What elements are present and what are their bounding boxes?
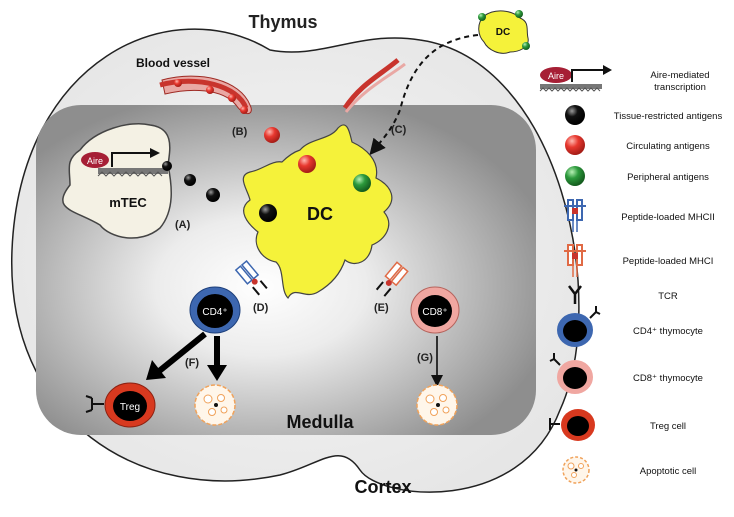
legend-aire-icon [539, 65, 612, 92]
dc-circulating-antigen [298, 155, 316, 173]
legend-periph-label: Peripheral antigens [627, 172, 709, 183]
legend-circ-icon [565, 135, 585, 155]
legend-cd4-label: CD4⁺ thymocyte [633, 326, 703, 337]
legend-tra-icon [565, 105, 585, 125]
mtec-cell [62, 123, 172, 239]
arrow-to-treg [156, 331, 207, 375]
legend-aire-label-2: transcription [654, 82, 706, 93]
label-blood-vessel: Blood vessel [136, 56, 210, 70]
step-d: (D) [253, 302, 269, 314]
legend-cd4-icon [557, 306, 601, 347]
title-thymus: Thymus [248, 12, 317, 32]
label-medulla: Medulla [286, 412, 354, 432]
legend-tcr-label: TCR [658, 291, 678, 302]
legend-periph-icon [565, 166, 585, 186]
legend-tra-label: Tissue-restricted antigens [614, 111, 723, 122]
label-small-dc: DC [496, 27, 510, 38]
apoptotic-cell-cd4 [194, 384, 236, 426]
legend-tcr-icon [568, 285, 582, 304]
legend-apoptotic-icon [562, 456, 590, 484]
apoptotic-cell-cd8 [416, 384, 458, 426]
dc-label: DC [307, 204, 333, 224]
blood-vessel [159, 58, 406, 115]
legend-treg-icon [549, 409, 595, 441]
dc-tra-antigen [259, 204, 277, 222]
circulating-antigen [264, 127, 280, 143]
cd8-label: CD8⁺ [422, 307, 447, 318]
legend-cd8-icon [549, 353, 593, 394]
step-e: (E) [374, 302, 389, 314]
step-f: (F) [185, 357, 199, 369]
legend-cd8-label: CD8⁺ thymocyte [633, 373, 703, 384]
dc-peripheral-antigen [353, 174, 371, 192]
legend-treg-label: Treg cell [650, 421, 686, 432]
legend-apoptotic-label: Apoptotic cell [640, 466, 697, 477]
tra-antigen [184, 174, 196, 186]
legend-mhcii-label: Peptide-loaded MHCII [621, 212, 714, 223]
mtec-label: mTEC [109, 195, 147, 210]
large-dc [242, 124, 393, 299]
legend-aire-label-1: Aire-mediated [650, 70, 709, 81]
legend-aire-text: Aire [548, 71, 564, 81]
cd4-label: CD4⁺ [202, 307, 227, 318]
small-dc [478, 10, 530, 54]
step-g: (G) [417, 352, 433, 364]
legend-mhcii-icon [564, 199, 586, 232]
step-a: (A) [175, 219, 191, 231]
legend: Aire Aire-mediated transcription Tissue-… [539, 65, 723, 484]
label-cortex: Cortex [354, 477, 411, 497]
tra-antigen [206, 188, 220, 202]
cd8-thymocyte [410, 286, 460, 334]
step-c: (C) [391, 124, 407, 136]
treg-label: Treg [120, 402, 140, 413]
legend-mhci-label: Peptide-loaded MHCI [623, 256, 714, 267]
tra-antigen [162, 161, 172, 171]
legend-circ-label: Circulating antigens [626, 141, 710, 152]
step-b: (B) [232, 126, 248, 138]
legend-mhci-icon [564, 244, 586, 277]
mhci-tcr-complex [375, 261, 409, 297]
mtec-aire-label: Aire [87, 156, 103, 166]
mhcii-tcr-complex [234, 260, 268, 296]
cd4-thymocyte [189, 286, 241, 334]
treg-cell [85, 382, 156, 428]
